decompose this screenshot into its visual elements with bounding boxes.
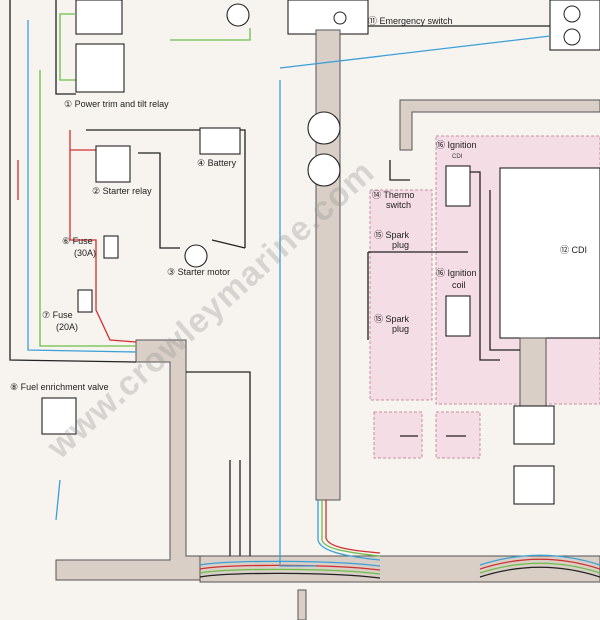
connector-right-2 bbox=[513, 465, 555, 505]
ignition-coil-top bbox=[445, 165, 471, 207]
relay-top bbox=[75, 0, 123, 35]
ignition-coil-mid-label-2: coil bbox=[452, 280, 466, 290]
fuse-20a-label: ⑦ Fuse bbox=[42, 310, 73, 320]
power-trim-relay bbox=[75, 43, 125, 93]
fuel-valve-wire bbox=[55, 479, 61, 521]
emergency-switch-label: ⑪ Emergency switch bbox=[368, 16, 453, 26]
thermo-switch-label-2: switch bbox=[386, 200, 411, 210]
spark-plug-top-label-1: ⑮ Spark bbox=[374, 230, 410, 240]
emergency-switch-box bbox=[287, 0, 369, 35]
spark-plug-bot-label-1: ⑮ Spark bbox=[374, 314, 410, 324]
connector-right-1 bbox=[513, 405, 555, 445]
connector-mid bbox=[307, 153, 341, 187]
fuse-30a bbox=[103, 235, 119, 259]
starter-motor-label: ③ Starter motor bbox=[167, 267, 230, 277]
main-harness-vertical bbox=[315, 29, 341, 501]
ground-region-2 bbox=[435, 411, 481, 459]
switch-icon-1 bbox=[563, 5, 581, 23]
emergency-switch-icon bbox=[333, 11, 347, 25]
spark-plug-bot-label-2: plug bbox=[392, 324, 409, 334]
starter-relay-label: ② Starter relay bbox=[92, 186, 152, 196]
fuse-30a-label: ⑥ Fuse bbox=[62, 236, 93, 246]
cdi-label: ⑫ CDI bbox=[560, 245, 587, 255]
battery-label: ④ Battery bbox=[197, 158, 237, 168]
power-trim-relay-label: ① Power trim and tilt relay bbox=[64, 99, 169, 109]
battery bbox=[199, 127, 241, 155]
ignition-coil-top-label-1: ⑯ Ignition bbox=[436, 140, 477, 150]
ground-region-1 bbox=[373, 411, 423, 459]
left-harness bbox=[55, 339, 201, 581]
fuse-20a bbox=[77, 289, 93, 313]
starter-motor bbox=[184, 244, 208, 268]
cdi-unit bbox=[499, 167, 600, 339]
vertical-bundle bbox=[317, 500, 381, 561]
bottom-bundle-left bbox=[199, 560, 381, 579]
spark-plug-top-label-2: plug bbox=[392, 240, 409, 250]
fuse-30a-value: (30A) bbox=[74, 248, 96, 258]
bottom-harness bbox=[199, 555, 600, 583]
starter-relay bbox=[95, 145, 131, 183]
bottom-bundle-right bbox=[479, 554, 600, 578]
upper-harness bbox=[399, 99, 600, 151]
top-right-component bbox=[549, 0, 600, 51]
fuse-20a-value: (20A) bbox=[56, 322, 78, 332]
fuel-enrichment-valve bbox=[41, 397, 77, 435]
right-wiring bbox=[279, 25, 551, 567]
cdi-harness bbox=[519, 337, 547, 411]
thermo-spark-region bbox=[369, 189, 433, 401]
ignition-coil-top-label-2: CDI bbox=[452, 154, 463, 160]
trim-motor-icon bbox=[226, 3, 250, 27]
bottom-stub bbox=[297, 589, 307, 620]
ignition-coil-mid bbox=[445, 295, 471, 337]
ignition-coil-mid-label-1: ⑯ Ignition bbox=[436, 268, 477, 278]
switch-icon-2 bbox=[563, 28, 581, 46]
left-wiring bbox=[9, 0, 251, 556]
fuel-enrichment-label: ⑧ Fuel enrichment valve bbox=[10, 382, 109, 392]
connector-top bbox=[307, 111, 341, 145]
thermo-switch-label-1: ⑭ Thermo bbox=[372, 190, 414, 200]
